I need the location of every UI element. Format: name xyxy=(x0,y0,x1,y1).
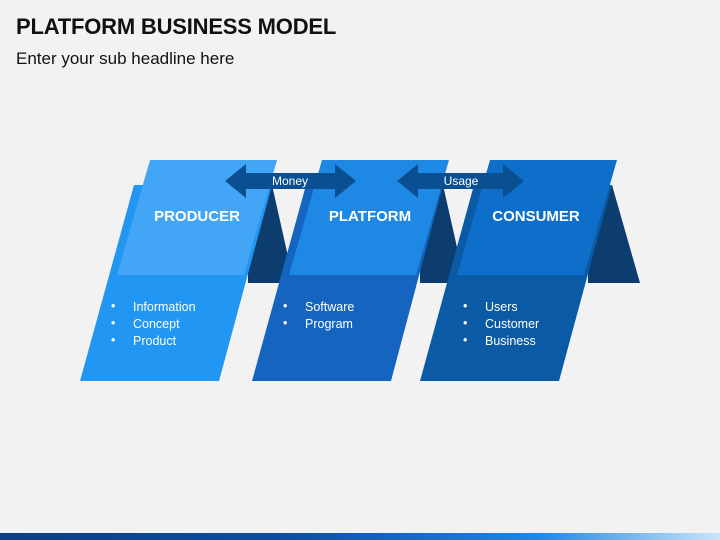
platform-bullet: • xyxy=(283,316,287,330)
node-consumer: CONSUMER • Users • Customer • Business xyxy=(420,160,640,381)
platform-item-2: Program xyxy=(305,317,353,331)
producer-item-2: Concept xyxy=(133,317,180,331)
producer-label: PRODUCER xyxy=(154,208,240,225)
consumer-bullet: • xyxy=(463,333,467,347)
consumer-item-3: Business xyxy=(485,334,536,348)
double-arrow-icon xyxy=(397,164,524,198)
platform-label: PLATFORM xyxy=(329,208,411,225)
producer-bullet: • xyxy=(111,333,115,347)
producer-bullet: • xyxy=(111,299,115,313)
consumer-item-2: Customer xyxy=(485,317,539,331)
consumer-label: CONSUMER xyxy=(492,208,580,225)
link-money-label: Money xyxy=(272,174,308,188)
producer-item-1: Information xyxy=(133,300,196,314)
platform-items: • Software • Program xyxy=(283,299,354,331)
link-usage: Usage xyxy=(397,164,524,198)
consumer-items: • Users • Customer • Business xyxy=(463,299,539,348)
consumer-item-1: Users xyxy=(485,300,518,314)
platform-bullet: • xyxy=(283,299,287,313)
page-title: PLATFORM BUSINESS MODEL xyxy=(16,14,337,39)
producer-item-3: Product xyxy=(133,334,177,348)
link-money: Money xyxy=(225,164,356,198)
producer-bullet: • xyxy=(111,316,115,330)
footer-gradient-bar xyxy=(0,533,720,540)
consumer-bullet: • xyxy=(463,299,467,313)
consumer-bullet: • xyxy=(463,316,467,330)
producer-items: • Information • Concept • Product xyxy=(111,299,196,348)
double-arrow-icon xyxy=(225,164,356,198)
link-usage-label: Usage xyxy=(444,174,479,188)
page-subtitle: Enter your sub headline here xyxy=(16,49,235,68)
platform-item-1: Software xyxy=(305,300,354,314)
